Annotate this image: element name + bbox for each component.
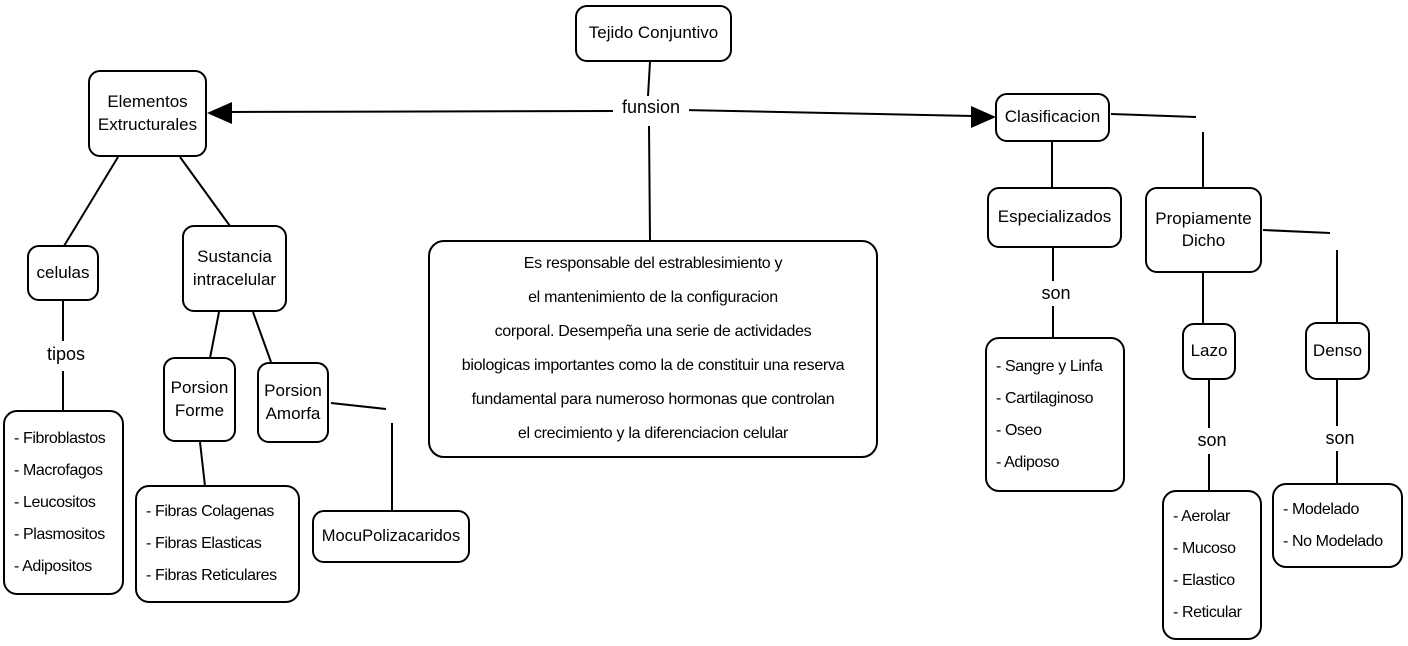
edge-label-son-lazo[interactable]: son <box>1184 430 1240 452</box>
list-item: - Fibroblastos <box>14 429 106 447</box>
list-item: - Elastico <box>1173 572 1235 589</box>
list-item: - Adiposo <box>996 453 1060 471</box>
node-label: Sustancia intracelular <box>192 247 277 289</box>
list-item: - No Modelado <box>1283 532 1383 550</box>
edge-propiamente-elbow-h <box>1262 229 1331 234</box>
node-descripcion-funcion[interactable]: Es responsable del estrablesimiento y el… <box>428 240 878 458</box>
edge-amorfa-elbow-h <box>330 402 387 410</box>
node-fibras-list[interactable]: - Fibras Colagenas - Fibras Elasticas - … <box>135 485 300 603</box>
list-item: - Sangre y Linfa <box>996 357 1103 375</box>
node-label: Lazo <box>1190 341 1228 361</box>
edge-label-son-denso[interactable]: son <box>1312 428 1368 450</box>
edge-funsion-to-elementos <box>228 110 615 113</box>
node-lazo-types-list[interactable]: - Aerolar - Mucoso - Elastico - Reticula… <box>1162 490 1262 640</box>
arrowhead-right <box>971 106 996 128</box>
node-especializados-types-list[interactable]: - Sangre y Linfa - Cartilaginoso - Oseo … <box>985 337 1125 492</box>
node-label: Tejido Conjuntivo <box>588 23 719 43</box>
node-label: Propiamente Dicho <box>1155 208 1252 250</box>
node-elementos-extructurales[interactable]: Elementos Extructurales <box>88 70 207 157</box>
edge-elementos-to-celulas <box>63 156 119 247</box>
node-especializados[interactable]: Especializados <box>987 187 1122 248</box>
list-item: - Aerolar <box>1173 508 1230 525</box>
edge-label-son-especializados[interactable]: son <box>1028 283 1084 305</box>
node-sustancia-intracelular[interactable]: Sustancia intracelular <box>182 225 287 312</box>
edge-funsion-to-descripcion <box>648 125 651 241</box>
list-item: - Fibras Elasticas <box>146 535 262 552</box>
list-item: - Reticular <box>1173 604 1242 621</box>
arrowhead-left <box>207 102 232 124</box>
node-porsion-amorfa[interactable]: Porsion Amorfa <box>257 362 329 443</box>
node-label: Porsion Amorfa <box>264 381 322 423</box>
edge-clasificacion-elbow-h <box>1110 113 1197 118</box>
node-label: MocuPolizacaridos <box>321 526 461 545</box>
list-item: - Macrofagos <box>14 461 103 479</box>
list-item: - Fibras Colagenas <box>146 503 274 520</box>
list-item: - Oseo <box>996 421 1042 439</box>
edge-sustancia-to-forme <box>209 311 220 359</box>
node-cell-types-list[interactable]: - Fibroblastos - Macrofagos - Leucositos… <box>3 410 124 595</box>
edge-label-tipos[interactable]: tipos <box>33 344 99 366</box>
edge-label-funsion[interactable]: funsion <box>613 97 689 119</box>
list-item: - Cartilaginoso <box>996 389 1094 407</box>
node-porsion-forme[interactable]: Porsion Forme <box>163 357 236 442</box>
edge-funsion-to-clasificacion <box>682 109 974 117</box>
list-item: - Leucositos <box>14 493 96 511</box>
node-label: Denso <box>1312 340 1363 360</box>
edge-elementos-to-sustancia <box>179 156 231 227</box>
node-label: Especializados <box>997 207 1112 227</box>
description-text: Es responsable del estrablesimiento y el… <box>461 255 845 442</box>
node-celulas[interactable]: celulas <box>27 245 99 301</box>
node-propiamente-dicho[interactable]: Propiamente Dicho <box>1145 187 1262 273</box>
node-denso-types-list[interactable]: - Modelado - No Modelado <box>1272 483 1403 568</box>
node-denso[interactable]: Denso <box>1305 322 1370 380</box>
node-mocupolizacaridos[interactable]: MocuPolizacaridos <box>312 510 470 563</box>
edge-forme-to-fibras <box>199 441 206 487</box>
list-item: - Plasmositos <box>14 525 105 543</box>
node-label: Clasificacion <box>1004 107 1101 127</box>
list-item: - Fibras Reticulares <box>146 567 277 584</box>
node-label: Porsion Forme <box>170 378 229 420</box>
list-item: - Modelado <box>1283 500 1360 518</box>
node-label: Elementos Extructurales <box>97 92 198 134</box>
node-tejido-conjuntivo[interactable]: Tejido Conjuntivo <box>575 5 732 62</box>
list-item: - Adipositos <box>14 557 92 575</box>
node-clasificacion[interactable]: Clasificacion <box>995 93 1110 142</box>
node-label: celulas <box>36 262 90 282</box>
list-item: - Mucoso <box>1173 540 1236 557</box>
edge-sustancia-to-amorfa <box>252 311 272 363</box>
node-lazo[interactable]: Lazo <box>1182 323 1236 380</box>
edge-root-to-funsion <box>647 61 651 97</box>
